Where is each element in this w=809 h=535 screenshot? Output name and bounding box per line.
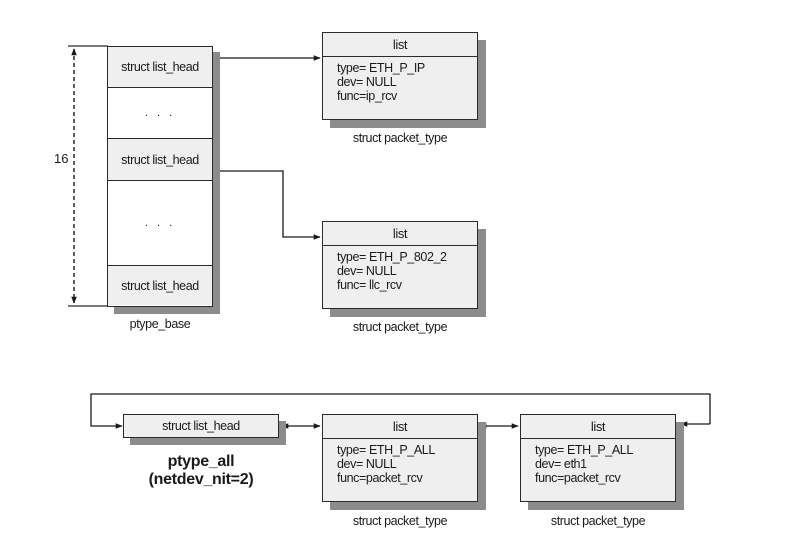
field-type: type= ETH_P_IP (337, 61, 425, 75)
packet-type-fields: type= ETH_P_ALL dev= eth1 func=packet_rc… (535, 443, 633, 485)
entry-label: struct list_head (121, 152, 199, 167)
ptype-base-entry: struct list_head (108, 138, 212, 180)
entry-label: struct list_head (121, 60, 199, 74)
field-type: type= ETH_P_ALL (337, 443, 435, 457)
packet-type-caption: struct packet_type (352, 320, 448, 334)
entry-label: struct list_head (121, 278, 199, 293)
field-func: func=ip_rcv (337, 89, 397, 103)
ptype-base-caption: ptype_base (129, 317, 191, 331)
field-dev: dev= NULL (337, 457, 397, 471)
ellipsis-label: . . . (144, 107, 176, 119)
field-type: type= ETH_P_802_2 (337, 250, 447, 264)
packet-type-ip: list type= ETH_P_IP dev= NULL func=ip_rc… (322, 32, 478, 120)
ptype-base-array: struct list_head . . . struct list_head … (107, 46, 213, 307)
size-label: 16 (54, 151, 69, 166)
packet-type-caption: struct packet_type (550, 514, 646, 528)
ptype-all-caption: ptype_all (netdev_nit=2) (123, 453, 279, 489)
packet-type-fields: type= ETH_P_IP dev= NULL func=ip_rcv (337, 61, 425, 103)
packet-type-header: list (323, 222, 477, 246)
packet-type-header: list (323, 415, 477, 439)
ptype-base-entry: struct list_head (108, 47, 212, 87)
ptype-base-ellipsis: . . . (108, 180, 212, 265)
ring-back-link (90, 393, 711, 429)
packet-type-header: list (521, 415, 675, 439)
ptype-all-name: ptype_all (167, 453, 235, 470)
field-type: type= ETH_P_ALL (535, 443, 633, 457)
packet-type-802-2: list type= ETH_P_802_2 dev= NULL func= l… (322, 221, 478, 309)
link-base2-to-802-2 (211, 168, 321, 240)
packet-type-all-eth1: list type= ETH_P_ALL dev= eth1 func=pack… (520, 414, 676, 502)
packet-type-fields: type= ETH_P_802_2 dev= NULL func= llc_rc… (337, 250, 447, 292)
field-dev: dev= eth1 (535, 457, 587, 471)
packet-type-header: list (323, 33, 477, 57)
field-func: func=packet_rcv (337, 471, 423, 485)
ptype-base-ellipsis: . . . (108, 87, 212, 138)
ptype-base-entry: struct list_head (108, 265, 212, 305)
field-dev: dev= NULL (337, 75, 397, 89)
field-func: func= llc_rcv (337, 278, 402, 292)
packet-type-all-null: list type= ETH_P_ALL dev= NULL func=pack… (322, 414, 478, 502)
packet-type-caption: struct packet_type (352, 131, 448, 145)
field-func: func=packet_rcv (535, 471, 621, 485)
field-dev: dev= NULL (337, 264, 397, 278)
netdev-nit-label: (netdev_nit=2) (148, 471, 254, 488)
ellipsis-label: . . . (144, 217, 176, 229)
packet-type-fields: type= ETH_P_ALL dev= NULL func=packet_rc… (337, 443, 435, 485)
packet-type-caption: struct packet_type (352, 514, 448, 528)
ptype-all-head: struct list_head (123, 414, 279, 438)
